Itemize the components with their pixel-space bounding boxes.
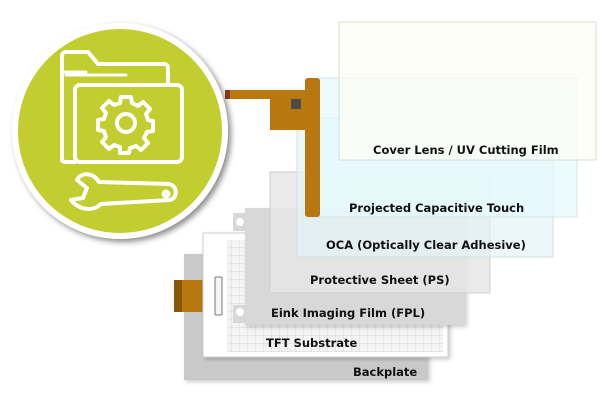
settings-badge (12, 23, 228, 239)
label-cover-lens: Cover Lens / UV Cutting Film (373, 143, 559, 157)
label-oca: OCA (Optically Clear Adhesive) (326, 238, 526, 252)
label-tft-substrate: TFT Substrate (266, 336, 358, 350)
touch-fpc-tail (225, 90, 307, 99)
label-projected-capacitive-touch: Projected Capacitive Touch (349, 201, 524, 215)
label-protective-sheet: Protective Sheet (PS) (310, 273, 450, 287)
wrench-icon (69, 172, 178, 211)
label-backplate: Backplate (353, 365, 417, 379)
fpc-chip (291, 99, 301, 109)
gear-icon (96, 95, 155, 155)
layer-cover-lens: Cover Lens / UV Cutting Film (338, 21, 597, 161)
label-eink-fpl: Eink Imaging Film (FPL) (271, 306, 425, 320)
folder-icon (60, 50, 184, 165)
